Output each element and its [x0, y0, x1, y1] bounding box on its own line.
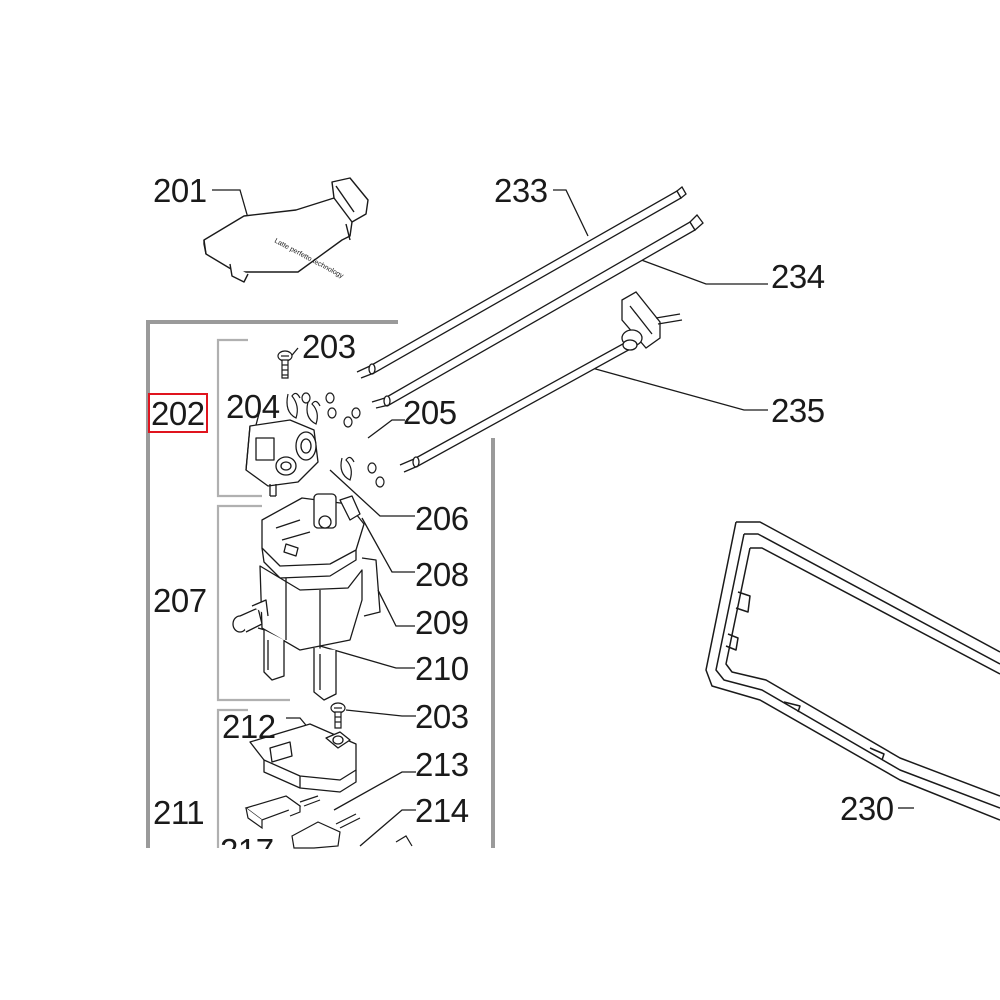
part-212-holder	[250, 724, 356, 792]
part-234-rod	[372, 215, 703, 408]
leader-lines	[212, 190, 914, 846]
bracket-211	[218, 710, 248, 848]
part-233-rod	[357, 187, 686, 378]
part-201-cover	[204, 178, 368, 282]
label-235: 235	[771, 392, 825, 429]
label-203-lower: 203	[415, 698, 469, 735]
label-208: 208	[415, 556, 469, 593]
part-230-frame	[706, 522, 1000, 820]
label-209: 209	[415, 604, 469, 641]
label-204: 204	[226, 388, 280, 425]
label-213: 213	[415, 746, 469, 783]
bracket-202	[218, 340, 262, 496]
label-206: 206	[415, 500, 469, 537]
part-204-valve	[246, 420, 318, 496]
part-203-screw-lower	[331, 703, 345, 728]
part-207-body	[233, 494, 380, 700]
label-207: 207	[153, 582, 207, 619]
label-210: 210	[415, 650, 469, 687]
part-213-spring-pin	[246, 796, 360, 828]
part-205-o-rings	[302, 393, 384, 487]
label-211: 211	[153, 794, 205, 831]
label-201: 201	[153, 172, 207, 209]
part-203-screw-top	[278, 351, 292, 378]
bottom-white-area	[0, 849, 1000, 1000]
part-235-rod	[400, 292, 682, 472]
part-206-clips	[287, 393, 354, 480]
label-233: 233	[494, 172, 548, 209]
group-brackets	[148, 322, 493, 848]
bracket-207	[218, 506, 290, 700]
label-205: 205	[403, 394, 457, 431]
part-214-clip	[292, 822, 412, 848]
label-234: 234	[771, 258, 825, 295]
outer-bracket	[148, 322, 398, 848]
label-203-top: 203	[302, 328, 356, 365]
label-214: 214	[415, 792, 469, 829]
label-230: 230	[840, 790, 894, 827]
label-202-highlighted: 202	[148, 393, 208, 433]
sub-brackets	[218, 340, 290, 848]
label-212: 212	[222, 708, 276, 745]
